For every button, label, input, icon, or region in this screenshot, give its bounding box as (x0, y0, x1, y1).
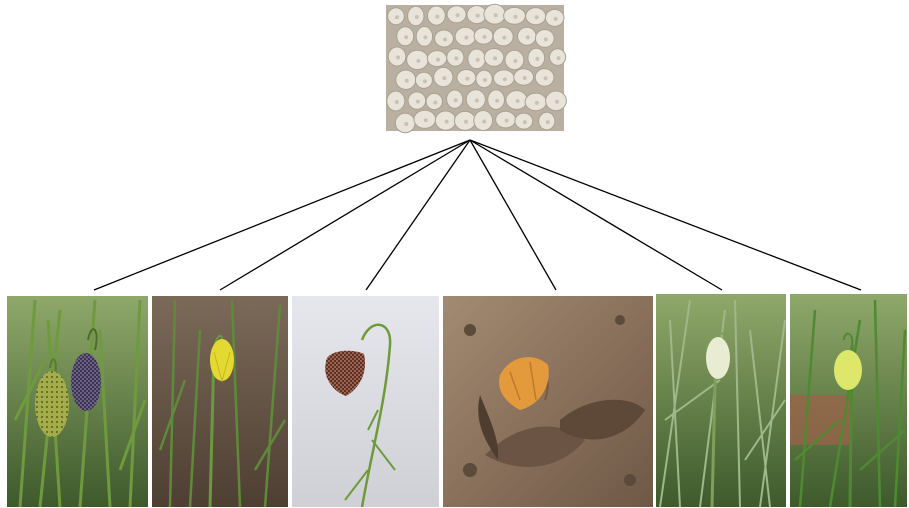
target-image-6 (790, 294, 907, 507)
target-image-2 (152, 296, 288, 507)
connector-line-1 (94, 140, 470, 290)
connector-line-5 (470, 140, 722, 290)
target-image-4 (443, 296, 653, 507)
connector-line-2 (220, 140, 470, 290)
connector-line-6 (470, 140, 861, 290)
connector-line-3 (366, 140, 470, 290)
source-image (386, 4, 566, 132)
target-image-1 (7, 296, 148, 507)
target-image-3 (292, 296, 439, 507)
connector-line-4 (470, 140, 556, 290)
connector-lines (94, 140, 861, 290)
target-image-5 (656, 294, 786, 507)
